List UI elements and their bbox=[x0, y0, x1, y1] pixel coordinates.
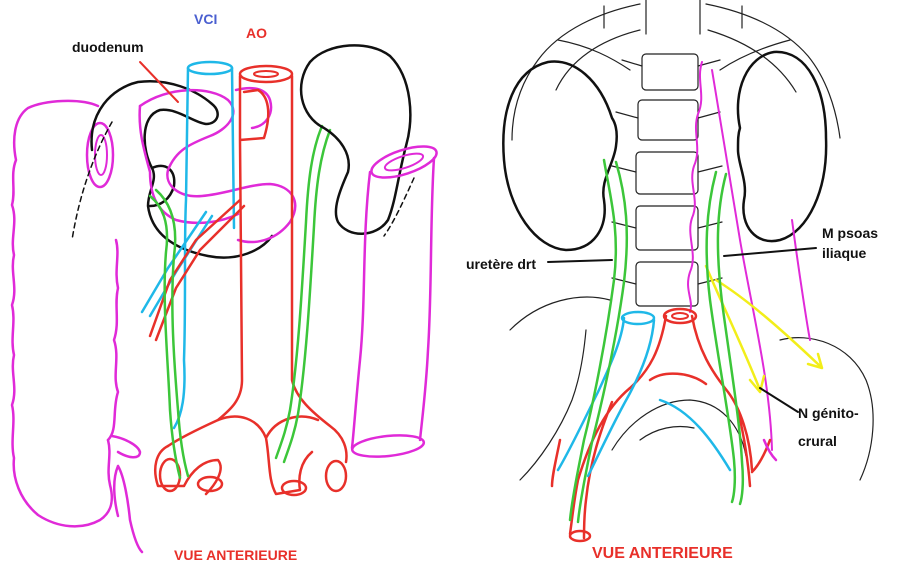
label-nerve-line1: N génito- bbox=[798, 406, 859, 420]
genitofemoral-nerve bbox=[706, 266, 820, 390]
caption-right: VUE ANTERIEURE bbox=[592, 546, 733, 562]
uretere-leader bbox=[548, 260, 612, 262]
left-panel bbox=[12, 45, 440, 552]
label-nerve-line2: crural bbox=[798, 434, 837, 448]
right-kidney bbox=[503, 62, 616, 250]
ivc-right bbox=[232, 68, 234, 228]
label-psoas-line2: iliaque bbox=[822, 246, 866, 260]
label-psoas-line1: M psoas bbox=[822, 226, 878, 240]
ivc-right-panel bbox=[558, 318, 730, 476]
ribs bbox=[512, 4, 840, 140]
pelvis bbox=[510, 297, 873, 480]
ascending-colon bbox=[12, 101, 112, 526]
colon-inner-edge bbox=[108, 240, 118, 440]
caption-left: VUE ANTERIEURE bbox=[174, 548, 297, 562]
psoas-leader bbox=[724, 248, 816, 256]
nerve-leader bbox=[760, 388, 798, 412]
appendix bbox=[112, 436, 142, 552]
left-kidney bbox=[738, 52, 826, 241]
psoas-muscle bbox=[712, 70, 810, 450]
ivc-renal-branch bbox=[142, 212, 212, 316]
right-ureter-left-panel bbox=[150, 190, 188, 478]
label-duodenum: duodenum bbox=[72, 40, 144, 54]
label-vci: VCI bbox=[194, 12, 217, 26]
duodenum-outline bbox=[92, 81, 272, 257]
aorta-top bbox=[240, 66, 292, 82]
label-uretere-drt: uretère drt bbox=[466, 257, 536, 271]
left-ureter-left-panel bbox=[276, 126, 330, 462]
aorta-right-panel bbox=[570, 316, 752, 538]
ivc-top bbox=[188, 62, 232, 74]
spine bbox=[612, 0, 722, 306]
label-ao: AO bbox=[246, 26, 267, 40]
right-panel bbox=[503, 0, 873, 541]
